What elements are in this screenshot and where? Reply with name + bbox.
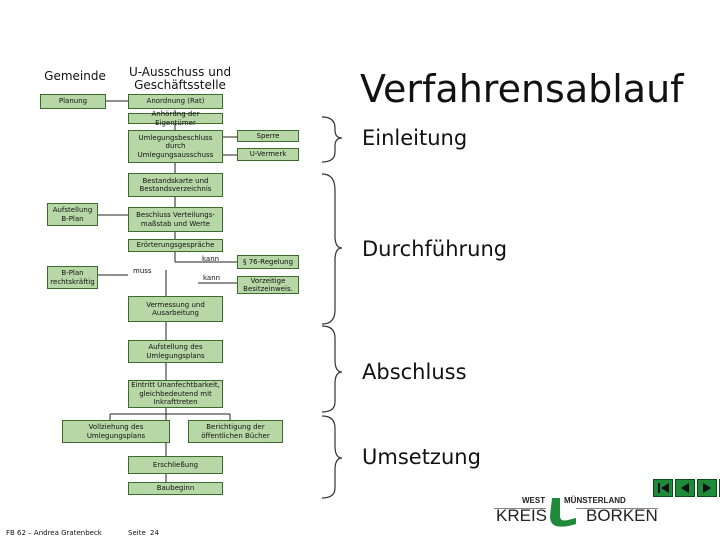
box-eintritt: Eintritt Unanfechtbarkeit, gleichbedeute… [128, 380, 223, 408]
box-eroerterung: Erörterungsgespräche [128, 239, 223, 252]
label-kann-1: kann [202, 255, 220, 263]
header-gemeinde: Gemeinde [44, 69, 106, 83]
header-ausschuss: U-Ausschuss und Geschäftsstelle [128, 65, 232, 92]
phase-abschluss: Abschluss [362, 360, 467, 384]
logo-borken: BORKEN [586, 506, 658, 525]
box-aufstellung-umlegungsplan: Aufstellung des Umlegungsplans [128, 340, 223, 363]
box-erschliessung: Erschließung [128, 456, 223, 474]
phase-durchfuehrung: Durchführung [362, 237, 508, 261]
logo-west: WEST [522, 496, 546, 505]
box-bplan-rechtskraeftig: B-Plan rechtskräftig [47, 266, 98, 289]
phase-einleitung: Einleitung [362, 126, 468, 150]
logo-kreis: KREIS [496, 506, 548, 525]
page-title: Verfahrensablauf [360, 67, 684, 111]
box-umlegungsbeschluss: Umlegungsbeschluss durch Umlegungsaussch… [128, 130, 223, 163]
nav-next-icon[interactable] [697, 479, 717, 497]
box-regelung76: § 76-Regelung [237, 255, 299, 269]
footer-author: FB 62 – Andrea Gratenbeck [6, 529, 102, 537]
label-muss: muss [133, 267, 152, 275]
label-kann-2: kann [203, 274, 221, 282]
footer-page-number: 24 [150, 529, 159, 537]
slide-nav[interactable] [653, 479, 720, 497]
nav-prev-icon[interactable] [675, 479, 695, 497]
box-berichtigung: Berichtigung der öffentlichen Bücher [188, 420, 283, 443]
footer-seite: Seite [128, 529, 146, 537]
box-vorzeitige: Vorzeitige Besitzeinweis. [237, 276, 299, 294]
box-baubeginn: Baubeginn [128, 482, 223, 495]
box-vollziehung: Vollziehung des Umlegungsplans [62, 420, 170, 443]
box-anordnung: Anordnung (Rat) [128, 94, 223, 109]
nav-first-icon[interactable] [653, 479, 673, 497]
box-vermessung: Vermessung und Ausarbeitung [128, 296, 223, 322]
box-anhoerung: Anhörung der Eigentümer [128, 110, 223, 127]
box-planung: Planung [40, 94, 106, 109]
box-aufstellung-bplan: Aufstellung B-Plan [47, 203, 98, 226]
box-uvermerk: U-Vermerk [237, 148, 299, 161]
box-bestandskarte: Bestandskarte und Bestandsverzeichnis [128, 173, 223, 197]
logo-mark-icon [494, 498, 658, 527]
box-beschluss: Beschluss Verteilungs- maßstab und Werte [128, 207, 223, 232]
kreis-borken-logo: WEST MÜNSTERLAND KREIS BORKEN [494, 496, 658, 528]
phase-braces [321, 116, 343, 499]
box-sperre: Sperre [237, 130, 299, 142]
phase-umsetzung: Umsetzung [362, 445, 481, 469]
logo-muensterland: MÜNSTERLAND [564, 496, 626, 505]
